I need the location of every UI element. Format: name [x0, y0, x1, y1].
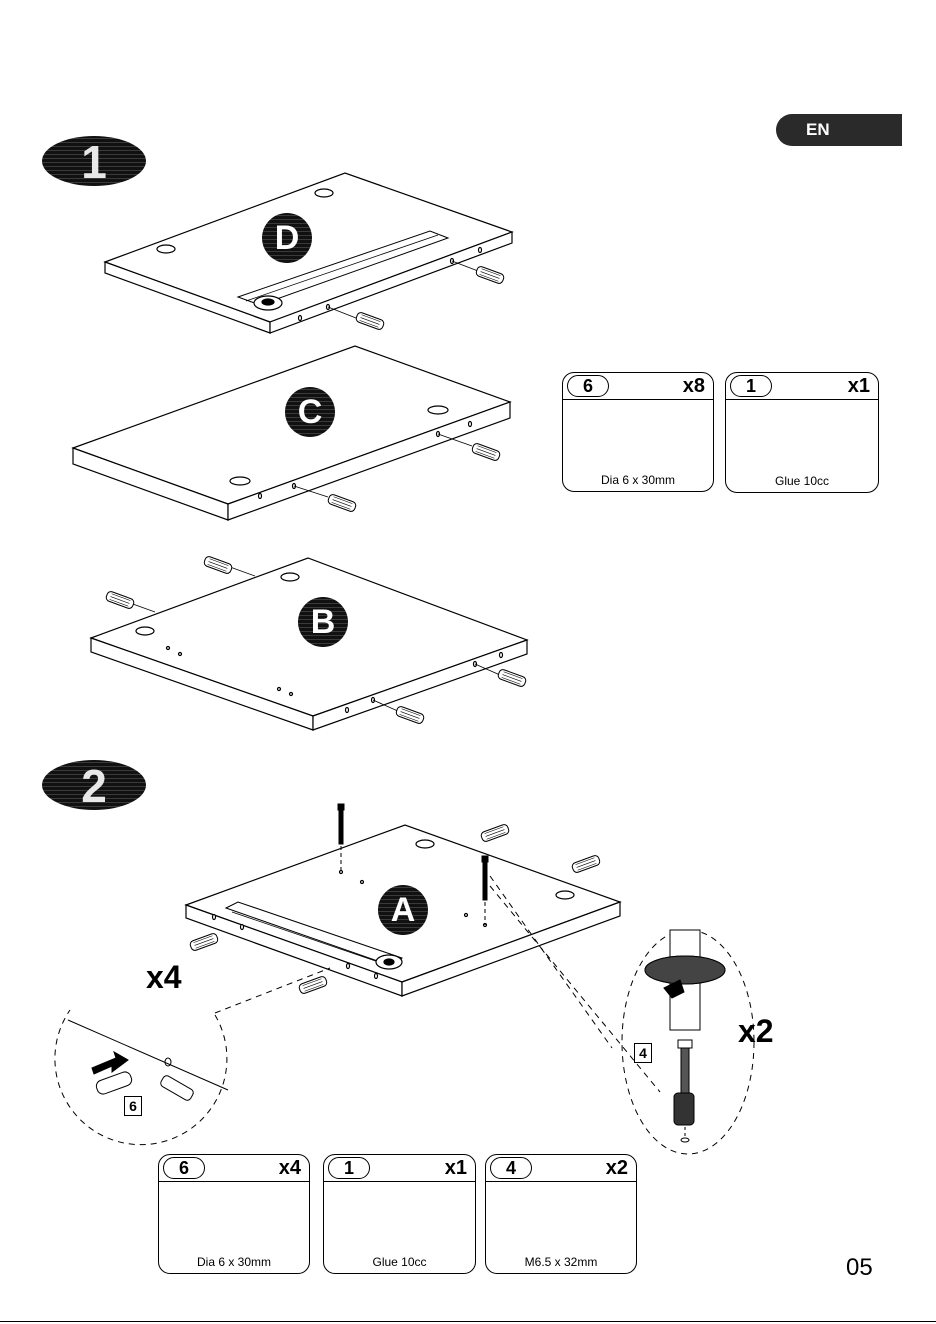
part-description: Dia 6 x 30mm: [563, 473, 713, 487]
part-card-header: 1 x1: [324, 1155, 475, 1182]
detail-left-multiplier: x4: [146, 960, 182, 994]
part-number: 6: [163, 1157, 205, 1179]
part-card-header: 6 x4: [159, 1155, 309, 1182]
part-description: Dia 6 x 30mm: [159, 1255, 309, 1269]
step-2-badge: 2: [42, 760, 146, 810]
panel-c-drawing: [73, 346, 510, 520]
part-quantity: x2: [606, 1156, 628, 1180]
part-quantity: x1: [445, 1156, 467, 1180]
part-description: M6.5 x 32mm: [486, 1255, 636, 1269]
detail-right-callout: 4: [634, 1043, 652, 1063]
part-description: Glue 10cc: [726, 474, 878, 488]
panel-b-drawing: [91, 558, 527, 730]
panel-label-b: B: [298, 597, 348, 647]
part-quantity: x1: [848, 374, 870, 398]
part-description: Glue 10cc: [324, 1255, 475, 1269]
part-card-header: 4 x2: [486, 1155, 636, 1182]
panel-d-drawing: [105, 173, 512, 333]
part-number: 1: [328, 1157, 370, 1179]
part-card-header: 6 x8: [563, 373, 713, 400]
part-number: 6: [567, 375, 609, 397]
detail-left-callout: 6: [124, 1096, 142, 1116]
part-card-dowel: 6 x8 Dia 6 x 30mm: [562, 372, 714, 492]
panel-label-a: A: [378, 885, 428, 935]
part-card-glue: 1 x1 Glue 10cc: [323, 1154, 476, 1274]
part-card-cam-bolt: 4 x2 M6.5 x 32mm: [485, 1154, 637, 1274]
part-card-header: 1 x1: [726, 373, 878, 400]
part-card-dowel: 6 x4 Dia 6 x 30mm: [158, 1154, 310, 1274]
part-quantity: x4: [279, 1156, 301, 1180]
part-number: 1: [730, 375, 772, 397]
panel-label-d: D: [262, 213, 312, 263]
step-1-badge: 1: [42, 136, 146, 186]
bottom-rule: [0, 1321, 936, 1322]
panel-label-c: C: [285, 387, 335, 437]
detail-right-multiplier: x2: [738, 1014, 774, 1048]
language-badge: EN: [776, 114, 902, 146]
detail-left-drawing: [55, 968, 330, 1145]
part-card-glue: 1 x1 Glue 10cc: [725, 372, 879, 493]
page-number: 05: [846, 1254, 873, 1282]
part-number: 4: [490, 1157, 532, 1179]
part-quantity: x8: [683, 374, 705, 398]
